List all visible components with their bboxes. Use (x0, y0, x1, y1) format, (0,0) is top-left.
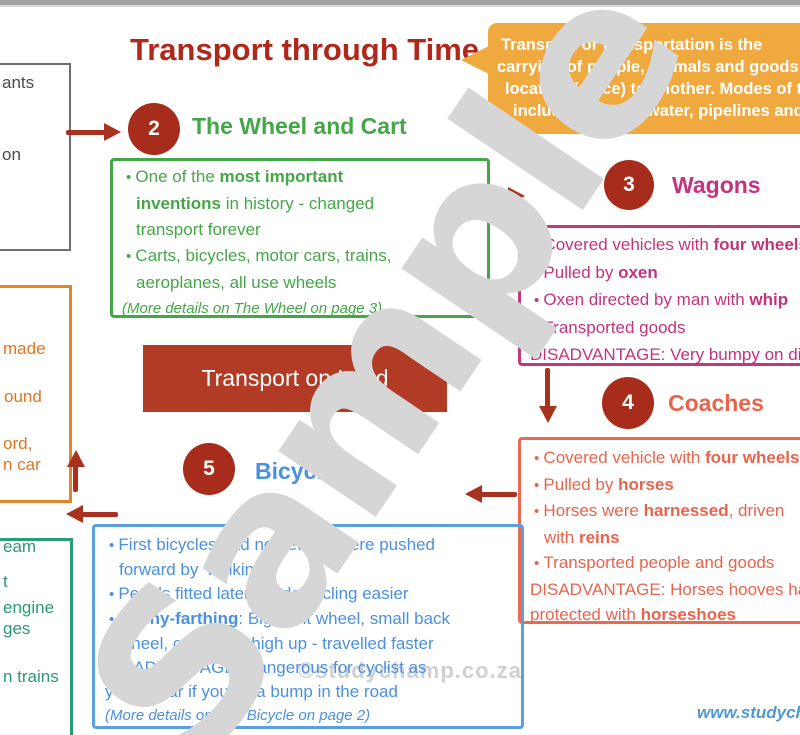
motorcar-box-clipped (0, 285, 72, 503)
transport-on-land-banner: Transport on Land (143, 345, 447, 412)
step-3-number: 3 (623, 173, 635, 196)
step-2-number: 2 (148, 117, 160, 140)
studychamp-logo: www.studychamp.co.za (697, 703, 800, 722)
step-4-number: 4 (622, 391, 634, 414)
step-3-badge: 3 (604, 160, 654, 210)
wheel-cart-heading: The Wheel and Cart (192, 113, 407, 139)
step-2-badge: 2 (128, 103, 180, 155)
coaches-heading: Coaches (668, 390, 764, 416)
step-4-badge: 4 (602, 377, 654, 429)
callout-pointer-icon (461, 46, 489, 74)
studychamp-watermark: ©studychamp.co.za (298, 658, 522, 683)
step-5-badge: 5 (183, 443, 235, 495)
step-5-number: 5 (203, 457, 215, 480)
coaches-box: Covered vehicle with four wheelsPulled b… (518, 437, 800, 624)
bicycles-box: First bicycles had no pedals, were pushe… (92, 524, 524, 729)
page-top-edge (0, 0, 800, 7)
section1-box-clipped (0, 63, 71, 251)
steam-train-box-clipped (0, 538, 73, 735)
wagons-box: Covered vehicles with four wheelsPulled … (518, 225, 800, 366)
page-title: Transport through Time (130, 32, 480, 67)
wagons-heading: Wagons (672, 172, 761, 198)
bicycles-heading: Bicycles (255, 458, 349, 484)
